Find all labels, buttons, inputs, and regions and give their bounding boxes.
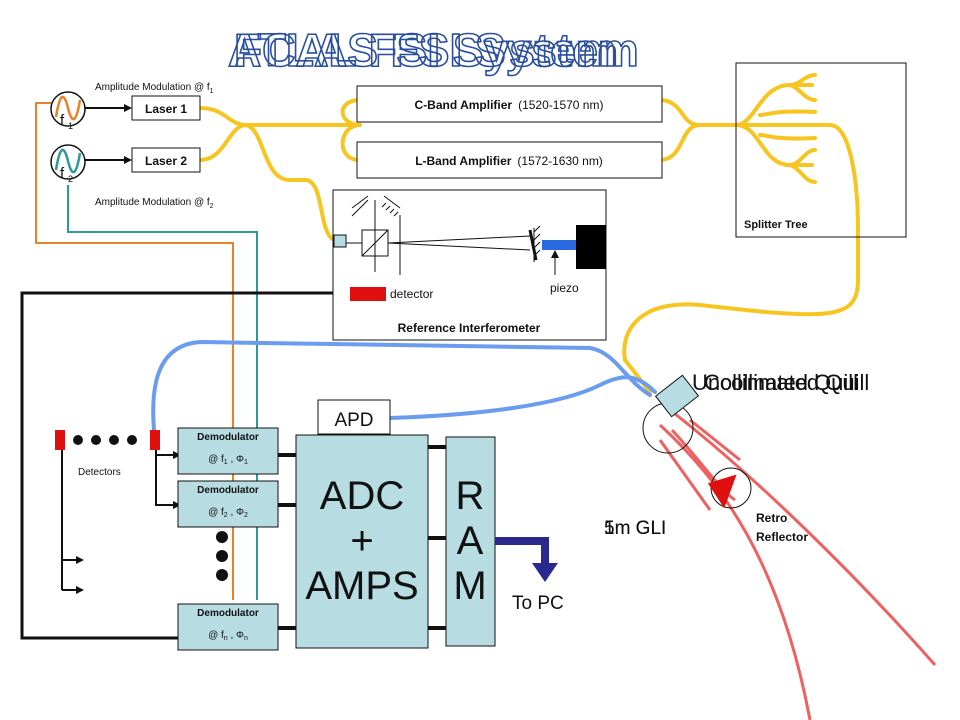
freq-sub-2: 2 [68, 174, 73, 184]
ellipsis-dot [216, 550, 228, 562]
orange-reference-line [35, 102, 234, 600]
l-band-amplifier-label: L-Band Amplifier(1572-1630 nm) [415, 154, 603, 168]
gli-label-b: 5m GLI [604, 518, 666, 539]
adc-line-3: AMPS [305, 564, 418, 608]
piezo-element [542, 240, 576, 250]
to-pc-arrow-head [532, 563, 558, 582]
detector-branch-left [61, 450, 80, 591]
piezo-label: piezo [550, 281, 579, 295]
detectors-label: Detectors [78, 467, 121, 478]
ellipsis-dot [73, 435, 83, 445]
demodulator-n: Demodulator @ fn , Φn [177, 603, 279, 651]
svg-text:Demodulator: Demodulator [197, 432, 259, 443]
to-pc-arrow [495, 537, 549, 568]
svg-text:@ fn , Φn: @ fn , Φn [208, 630, 248, 642]
apd-label: APD [334, 410, 373, 431]
blue-fiber [151, 339, 657, 432]
interferometer-detector [350, 287, 386, 301]
mod-label-1: Amplitude Modulation @ f1 [95, 82, 214, 95]
ellipsis-dot [109, 435, 119, 445]
demod-adc-connectors [278, 445, 446, 630]
laser-1-box [131, 95, 201, 121]
quill-label-b: Collimated Quill [704, 370, 858, 395]
svg-text:Demodulator: Demodulator [197, 485, 259, 496]
piezo-mount [576, 225, 606, 269]
demodulator-2: Demodulator @ f2 , Φ2 [177, 480, 279, 528]
teal-reference-line [67, 185, 258, 600]
svg-text:Demodulator: Demodulator [197, 608, 259, 619]
fiber-bundle [198, 73, 860, 394]
svg-text:@ f2 , Φ2: @ f2 , Φ2 [208, 507, 248, 519]
c-band-amplifier-label: C-Band Amplifier(1520-1570 nm) [415, 98, 604, 112]
title-a: ATLAS FSI System [228, 24, 639, 76]
mod-label-2: Amplitude Modulation @ f2 [95, 197, 214, 210]
title-b: FCAL FSI System [234, 24, 617, 76]
ram-line-1: R [456, 474, 485, 518]
adc-line-1: ADC [320, 474, 404, 518]
laser-2-label: Laser 2 [145, 154, 187, 168]
l-band-amplifier-box [356, 141, 663, 179]
adc-line-2: + [350, 519, 373, 563]
fiber-coupler [333, 234, 347, 248]
laser-2-box [131, 147, 201, 173]
arrow-head [173, 501, 181, 509]
reference-interferometer-box [332, 189, 607, 341]
to-pc-label: To PC [512, 593, 564, 614]
freq-label-1: f [60, 112, 65, 129]
apd-box [317, 399, 391, 435]
retro-label-1: Retro [756, 511, 787, 525]
sine-wave-icon [54, 95, 82, 121]
ram-line-2: A [457, 519, 484, 563]
ellipsis-dot [216, 531, 228, 543]
sine-wave-icon [54, 148, 82, 174]
ram-line-3: M [453, 564, 486, 608]
laser-1-group: f 1 Laser 1 Amplitude Modulation @ f1 [50, 82, 214, 131]
quill-label-a: Uncollimated Quill [692, 370, 869, 395]
ellipsis-dot [91, 435, 101, 445]
gli-label-a: 1m GLI [604, 518, 666, 539]
svg-text:@ f1 , Φ1: @ f1 , Φ1 [208, 454, 248, 466]
ram-box [445, 436, 496, 647]
piezo-mirror [528, 229, 538, 261]
detector-right [150, 430, 160, 450]
splitter-tree-label: Splitter Tree [744, 219, 808, 231]
retro-reflector [707, 467, 752, 509]
splitter-tree-box [735, 62, 907, 238]
detector-left [55, 430, 65, 450]
freq-label-2: f [60, 165, 65, 182]
c-band-amplifier-box [356, 85, 663, 123]
quill [642, 374, 700, 454]
adc-amps-box [295, 434, 429, 649]
arrow-head [76, 586, 84, 594]
ellipsis-dot [127, 435, 137, 445]
arrow-head [76, 556, 84, 564]
detector-branch-right [155, 450, 180, 506]
ellipsis-dot [216, 569, 228, 581]
interferometer-label: Reference Interferometer [398, 321, 541, 335]
arrow-head [173, 451, 181, 459]
laser-2-group: f 2 Laser 2 Amplitude Modulation @ f2 [50, 144, 214, 210]
detector-label: detector [390, 287, 433, 301]
laser-1-label: Laser 1 [145, 102, 187, 116]
freq-sub-1: 1 [68, 121, 73, 131]
black-signal-line-main [20, 291, 348, 640]
demodulator-1: Demodulator @ f1 , Φ1 [177, 427, 279, 475]
laser-beams [658, 408, 937, 720]
retro-label-2: Reflector [756, 530, 808, 544]
